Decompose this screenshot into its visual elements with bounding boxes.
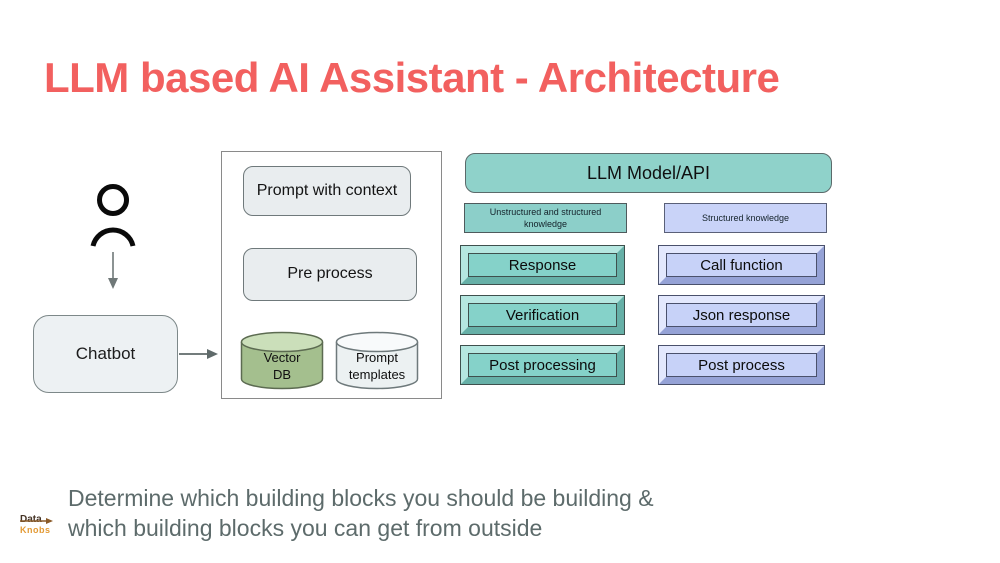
chatbot-box: Chatbot	[33, 315, 178, 393]
unstructured-knowledge-label: Unstructured and structured knowledge	[489, 206, 602, 229]
structured-knowledge-label: Structured knowledge	[701, 212, 790, 223]
prompt-with-context-box: Prompt with context	[243, 166, 411, 216]
unstructured-knowledge-label-box: Unstructured and structured knowledge	[464, 203, 627, 233]
post-processing-box: Post processing	[460, 345, 625, 385]
llm-model-api-label: LLM Model/API	[586, 162, 711, 183]
verification-box: Verification	[460, 295, 625, 335]
response-label: Response	[508, 256, 577, 274]
prompt-templates-cylinder: Prompt templates	[335, 331, 419, 391]
call-function-box: Call function	[658, 245, 825, 285]
llm-model-api-header: LLM Model/API	[465, 153, 832, 193]
user-person-icon	[89, 179, 137, 251]
vector-db-label-line1: Vector	[263, 350, 301, 365]
caption-line-2: which building blocks you can get from o…	[68, 515, 543, 541]
logo-data-text: Data	[20, 514, 42, 525]
arrow-down-user-to-chatbot	[105, 252, 121, 290]
vector-db-cylinder: Vector DB	[240, 331, 324, 391]
logo-knobs-text: Knobs	[20, 525, 51, 535]
prompt-templates-label-line2: templates	[348, 367, 406, 382]
call-function-label: Call function	[700, 256, 783, 274]
json-response-label: Json response	[692, 306, 791, 324]
pre-process-box: Pre process	[243, 248, 417, 301]
prompt-templates-label-line1: Prompt	[356, 350, 398, 365]
prompt-with-context-label: Prompt with context	[256, 181, 398, 199]
pre-process-label: Pre process	[287, 265, 373, 283]
structured-knowledge-label-box: Structured knowledge	[664, 203, 827, 233]
vector-db-label-line2: DB	[272, 367, 292, 382]
arrow-right-chatbot-to-pipeline	[179, 345, 219, 363]
caption-line-1: Determine which building blocks you shou…	[68, 485, 654, 511]
verification-label: Verification	[505, 306, 580, 324]
chatbot-label: Chatbot	[75, 344, 136, 363]
post-process-box: Post process	[658, 345, 825, 385]
post-processing-label: Post processing	[489, 356, 596, 374]
post-process-label: Post process	[698, 356, 785, 374]
json-response-box: Json response	[658, 295, 825, 335]
response-box: Response	[460, 245, 625, 285]
logo-arrow-icon	[20, 518, 53, 524]
dataknobs-logo: Data Knobs	[20, 514, 66, 546]
page-title: LLM based AI Assistant - Architecture	[44, 54, 780, 101]
caption-text: Determine which building blocks you shou…	[68, 483, 868, 543]
